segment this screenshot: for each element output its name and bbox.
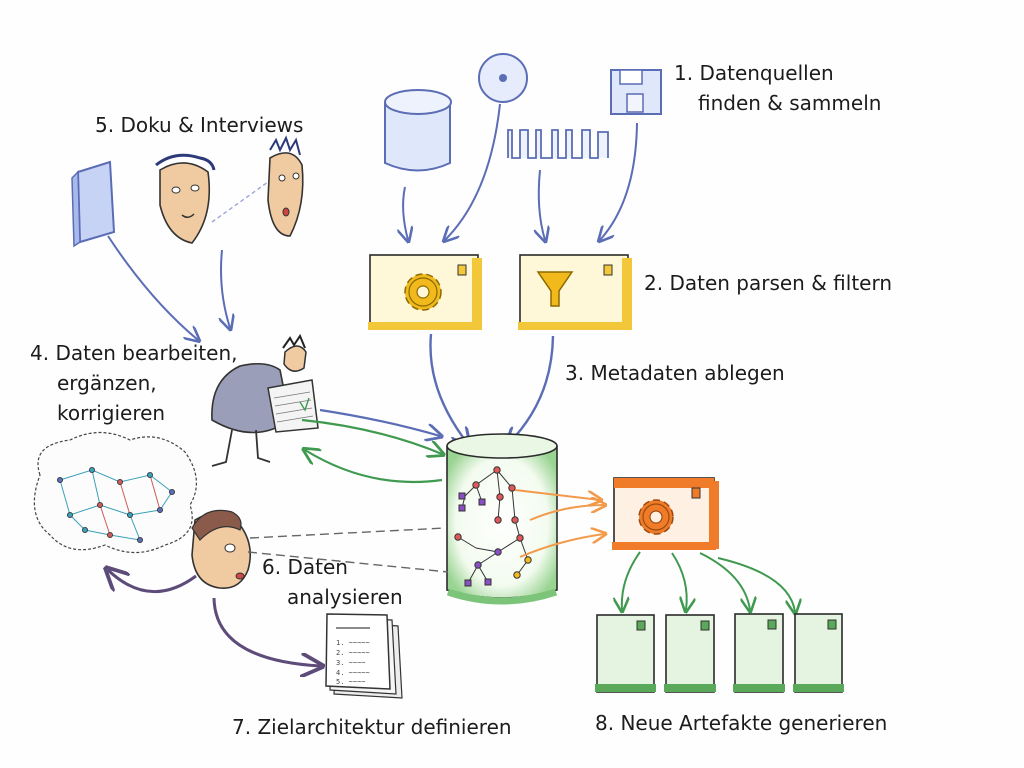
step-6-line-1: 6. Daten [262, 555, 348, 579]
step-4-line-1: 4. Daten bearbeiten, [30, 341, 238, 365]
svg-text:2. ~~~~~: 2. ~~~~~ [336, 649, 370, 657]
database-source-icon [384, 89, 452, 172]
generated-artifact-1 [595, 614, 656, 693]
gear-icon [638, 499, 674, 535]
processor-arrows [429, 333, 555, 444]
step-1-line-1: 1. Datenquellen [674, 61, 834, 85]
documentation-arrows [107, 235, 230, 340]
interviewee-face-icon [155, 153, 216, 244]
generated-artifact-2 [664, 614, 716, 693]
signal-source-icon [507, 129, 609, 159]
step-5-label: 5. Doku & Interviews [95, 113, 304, 137]
step-6-label: 6. Daten analysieren [262, 552, 403, 612]
step-2-label: 2. Daten parsen & filtern [644, 271, 893, 295]
svg-text:4. ~~~~~: 4. ~~~~~ [336, 669, 370, 677]
architecture-document-icon: 1. ~~~~~ 2. ~~~~~ 3. ~~~~ 4. ~~~~~ 5. ~~… [325, 613, 403, 699]
funnel-icon [536, 271, 574, 307]
disc-source-icon [478, 53, 528, 103]
step-6-line-2: analysieren [287, 585, 403, 609]
artifact-generator-box [612, 477, 719, 550]
step-4-line-3: korrigieren [57, 401, 166, 425]
step-1-line-2: finden & sammeln [698, 91, 882, 115]
conversation-dashes [211, 181, 269, 223]
svg-text:5. ~~~~: 5. ~~~~ [336, 678, 366, 686]
book-icon [71, 160, 116, 248]
analysis-dashes [247, 527, 449, 573]
analyst-face-icon [191, 509, 251, 589]
metadata-tree-graph [457, 469, 529, 584]
gear-icon [404, 273, 442, 311]
interviewer-face-icon [267, 135, 304, 237]
artifact-arrows [622, 551, 795, 612]
document-lines: 1. ~~~~~ 2. ~~~~~ 3. ~~~~ 4. ~~~~~ 5. ~~… [336, 639, 370, 686]
filter-processor-box [518, 254, 632, 330]
network-graph-cloud [33, 431, 197, 554]
editor-sync-arrows [302, 408, 442, 484]
step-4-label: 4. Daten bearbeiten, ergänzen, korrigier… [30, 338, 238, 428]
svg-text:3. ~~~~: 3. ~~~~ [336, 659, 366, 667]
generated-artifact-3 [733, 613, 785, 693]
generation-arrows [514, 489, 604, 558]
metadata-nodes [454, 466, 532, 587]
svg-text:1. ~~~~~: 1. ~~~~~ [336, 639, 370, 647]
generated-artifact-4 [793, 613, 844, 693]
step-1-label: 1. Datenquellen finden & sammeln [674, 58, 881, 118]
step-3-label: 3. Metadaten ablegen [565, 361, 785, 385]
step-4-line-2: ergänzen, [57, 371, 157, 395]
floppy-disk-source-icon [610, 69, 662, 115]
metadata-repository [446, 433, 558, 605]
step-7-label: 7. Zielarchitektur definieren [232, 715, 512, 739]
parser-processor-box [368, 254, 482, 330]
editor-person-icon [211, 333, 319, 467]
source-arrows [403, 103, 638, 240]
step-8-label: 8. Neue Artefakte generieren [595, 711, 888, 735]
analysis-arrows [108, 570, 320, 666]
